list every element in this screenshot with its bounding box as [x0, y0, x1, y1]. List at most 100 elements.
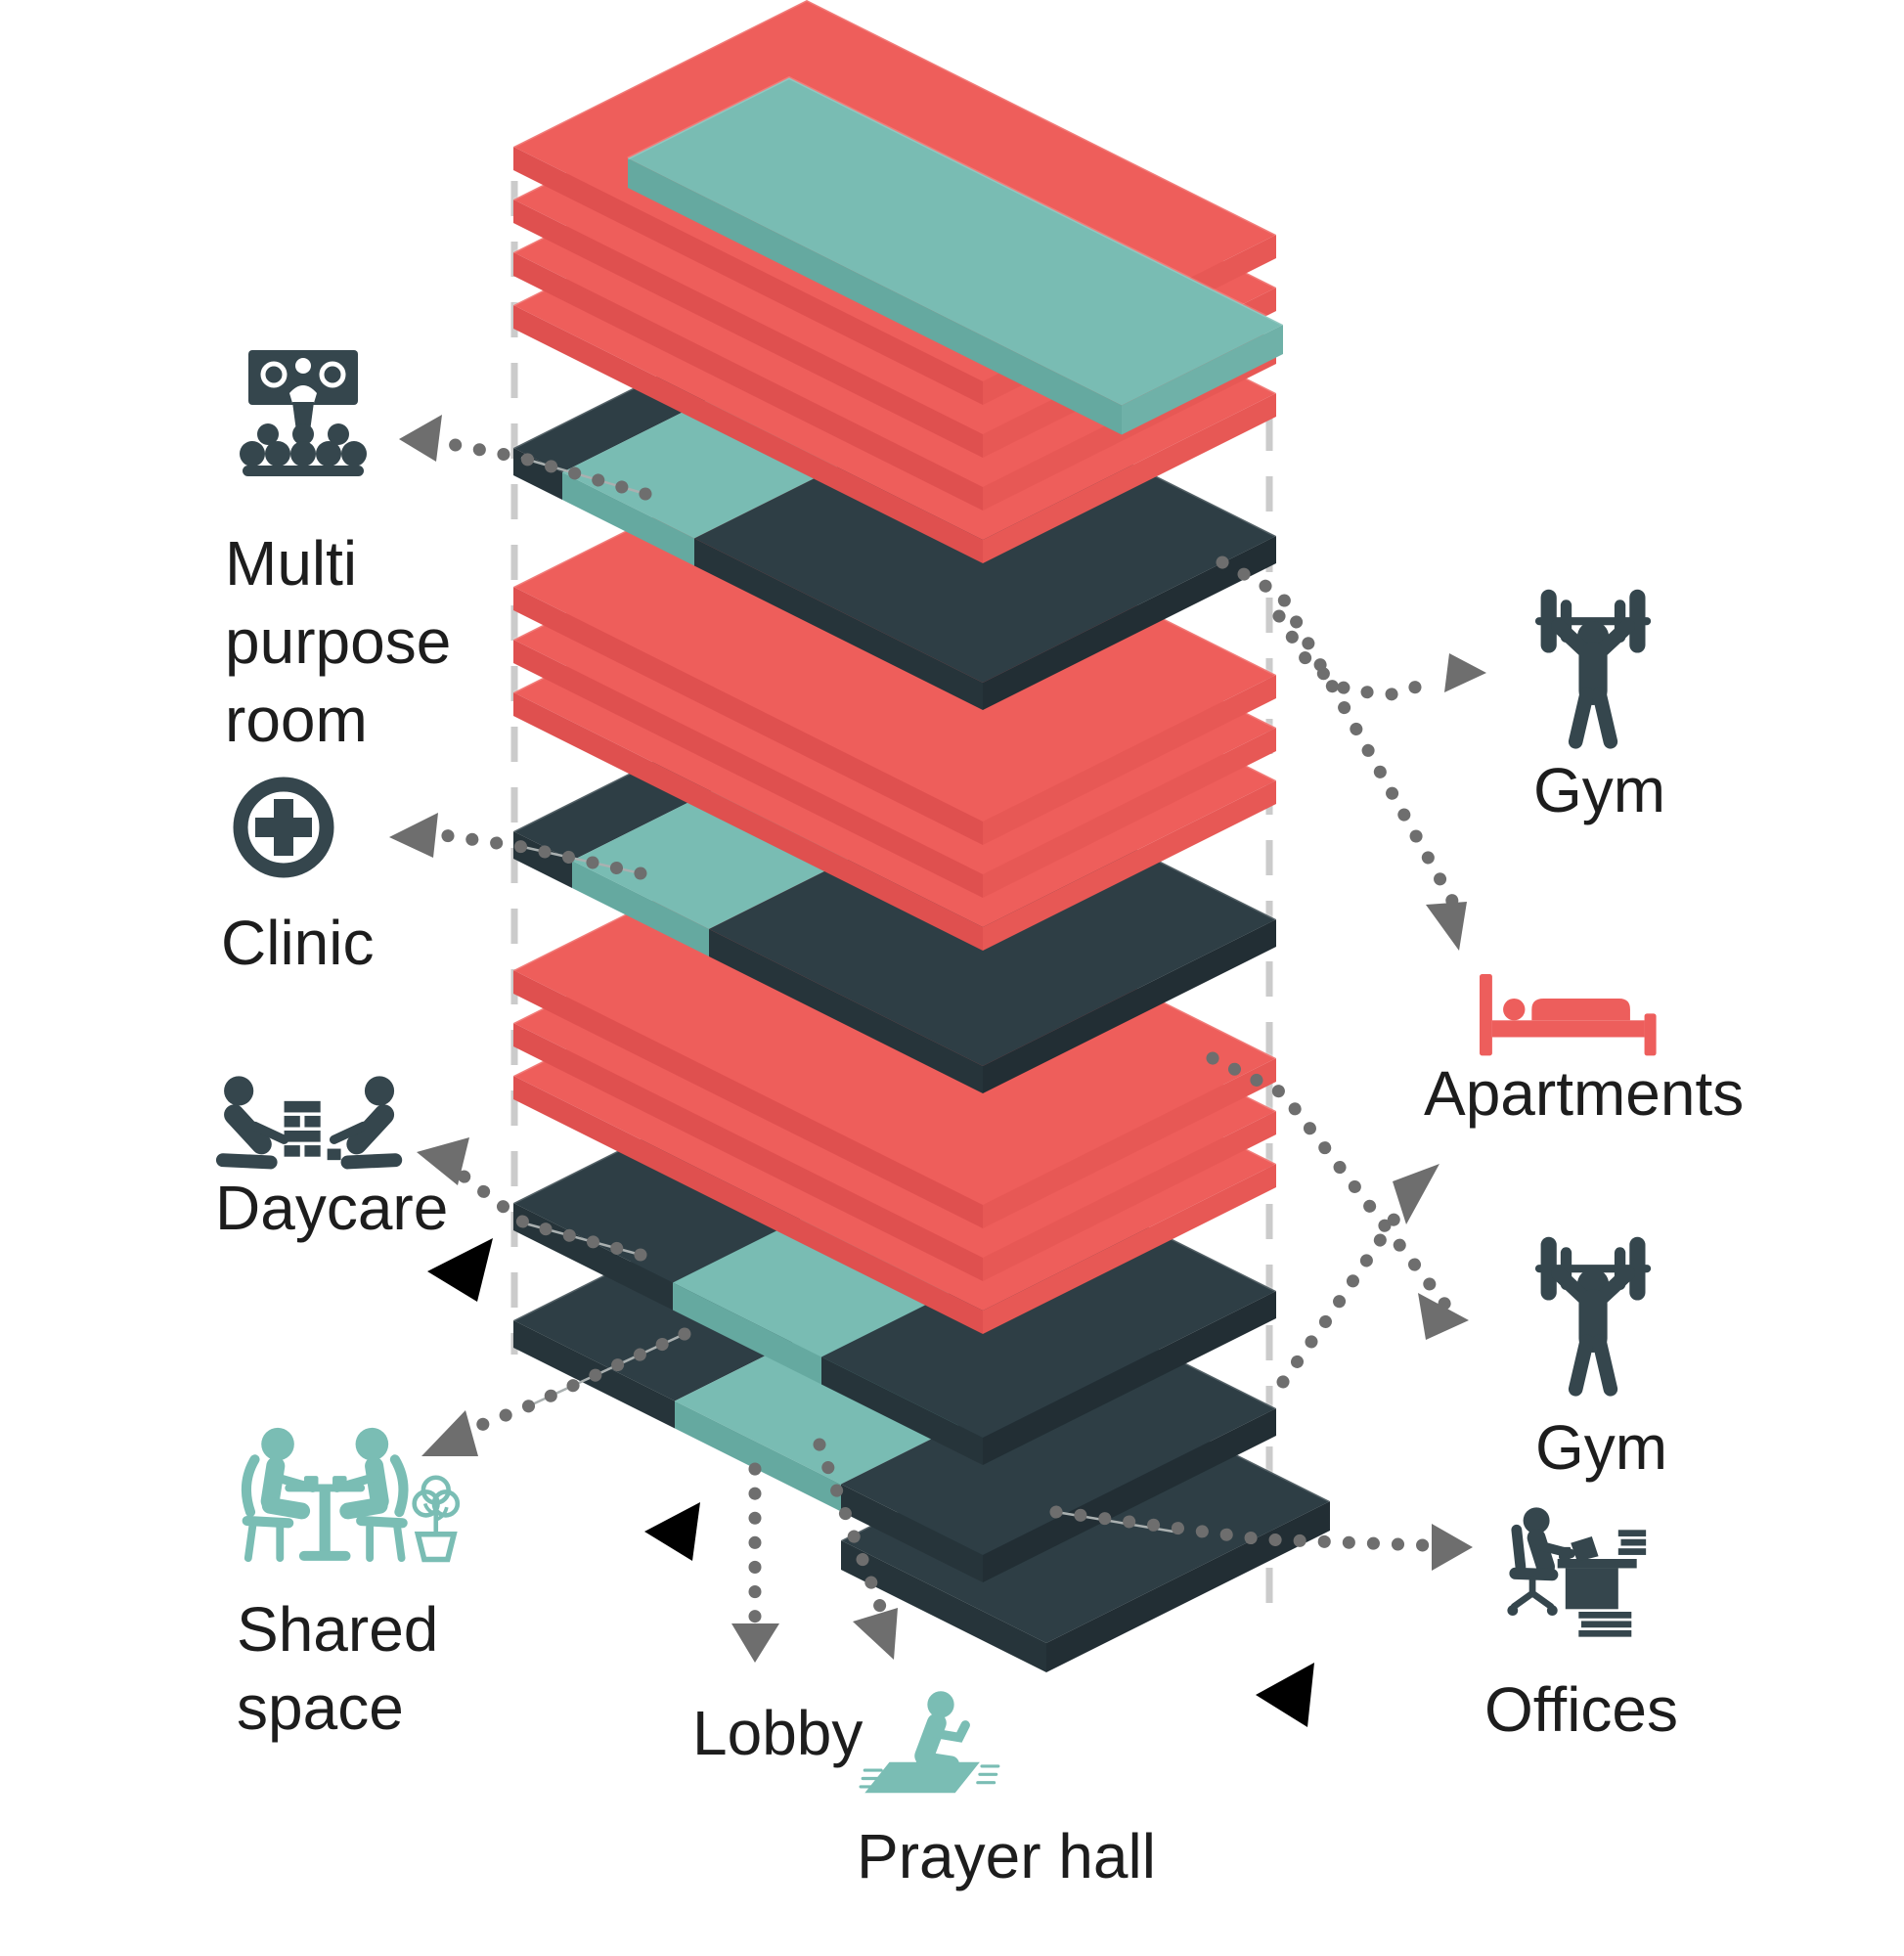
prayer-icon [861, 1690, 998, 1793]
slab-top-face [841, 1337, 1276, 1555]
label-apartments-line1: Apartments [1424, 1058, 1744, 1129]
arrow-head [417, 1137, 469, 1185]
slab-end-cap [983, 393, 1276, 563]
entry-upper-triangle [427, 1238, 493, 1302]
slab-end-cap [983, 780, 1276, 951]
slab-ridge-highlight [627, 75, 1284, 327]
slab-end-cap [1122, 325, 1283, 435]
arrow-head [1432, 1524, 1473, 1571]
floor-stack [512, 0, 1331, 1672]
arrow-head [853, 1608, 898, 1660]
slab-front-face [628, 158, 1122, 435]
arrow-apartments-lower [1276, 1164, 1439, 1389]
slab-end-cap [983, 1164, 1276, 1334]
arrow-head [389, 813, 438, 858]
arrow-head [731, 1623, 779, 1663]
arrow-daycare [417, 1137, 647, 1262]
slab-end-cap [983, 1408, 1276, 1582]
slab-front-face [572, 861, 709, 956]
slab-end-cap [983, 1291, 1276, 1465]
arrow-dots [813, 1438, 889, 1619]
slab-front-face [513, 305, 983, 563]
slab-front-face [821, 1356, 983, 1465]
arrow-dots [465, 1327, 691, 1436]
arrow-clinic [389, 813, 647, 880]
slab-front-face [513, 1203, 673, 1311]
slab-top-face [628, 77, 1283, 406]
arrow-shared-space [421, 1327, 691, 1456]
program-labels: MultipurposeroomClinicDaycareSharedspace… [215, 528, 1744, 1891]
slab-top-face [821, 1210, 1276, 1438]
callout-arrows [389, 415, 1486, 1663]
arrow-prayer-hall [813, 1438, 898, 1660]
arrow-head [1393, 1164, 1439, 1224]
arrow-dots [455, 1168, 647, 1262]
dashed-guides [510, 181, 1273, 1623]
gym-icon [1539, 598, 1647, 741]
arrow-dots [1206, 1051, 1452, 1311]
slab-front-face [513, 200, 983, 458]
slab-end-cap [983, 536, 1276, 710]
slab-ridge-highlight [512, 0, 1277, 237]
slab-front-face [513, 970, 983, 1228]
arrow-head [1444, 653, 1486, 692]
slab-front-face [562, 472, 694, 566]
arrow-head [399, 415, 442, 462]
label-multi-purpose-room-line2: purpose [225, 606, 451, 677]
label-gym-lower-line1: Gym [1535, 1412, 1667, 1483]
label-offices-line1: Offices [1484, 1674, 1678, 1745]
label-gym-upper-line1: Gym [1533, 755, 1665, 825]
arrow-head [421, 1410, 478, 1456]
arrow-dots [433, 435, 652, 501]
arrow-multi-purpose-room [399, 415, 652, 501]
arrow-lobby [731, 1462, 779, 1663]
slab-front-face [513, 587, 983, 845]
slab-end-cap [983, 1111, 1276, 1281]
arrow-dots [1216, 556, 1464, 916]
slab-front-face [841, 1484, 983, 1582]
daycare-icon [223, 1076, 395, 1162]
slab-front-face [513, 1023, 983, 1281]
slab-front-face [694, 538, 983, 710]
slab-end-cap [983, 919, 1276, 1093]
floor-slab-roof [627, 75, 1284, 435]
arrow-dots [430, 827, 647, 880]
entry-lower-triangle [1256, 1663, 1314, 1727]
arrow-gym-lower [1206, 1051, 1469, 1340]
gym-icon [1539, 1245, 1647, 1389]
arrow-dots [1049, 1505, 1431, 1552]
label-prayer-hall-line1: Prayer hall [857, 1821, 1156, 1891]
clinic-icon [241, 784, 327, 870]
label-clinic-line1: Clinic [221, 908, 374, 978]
slab-front-face [513, 692, 983, 951]
apartments-icon [1480, 974, 1657, 1056]
slab-front-face [513, 640, 983, 898]
label-multi-purpose-room-line1: Multi [225, 528, 357, 599]
arrow-dots [1276, 1191, 1415, 1389]
slab-end-cap [983, 1058, 1276, 1228]
arrow-head [1426, 902, 1467, 951]
label-shared-space-line2: space [237, 1672, 404, 1743]
slab-front-face [675, 1400, 841, 1512]
slab-end-cap [983, 728, 1276, 898]
slab-front-face [709, 929, 983, 1093]
arrow-apartments-upper [1216, 556, 1467, 951]
slab-front-face [513, 831, 572, 888]
multipurpose-room-icon [240, 350, 367, 476]
slab-front-face [841, 1540, 1046, 1672]
entry-middle-triangle [644, 1502, 700, 1561]
label-daycare-line1: Daycare [215, 1173, 448, 1243]
slab-front-face [673, 1282, 821, 1385]
slab-front-face [513, 147, 983, 405]
entry-markers [427, 1238, 1314, 1727]
arrow-head [1418, 1293, 1469, 1340]
arrow-offices [1049, 1505, 1473, 1571]
label-multi-purpose-room-line3: room [225, 685, 368, 755]
slab-front-face [513, 252, 983, 511]
arrow-dots [1272, 609, 1444, 701]
slab-front-face [513, 1076, 983, 1334]
shared-space-icon [246, 1428, 404, 1558]
plant-icon [415, 1478, 458, 1560]
